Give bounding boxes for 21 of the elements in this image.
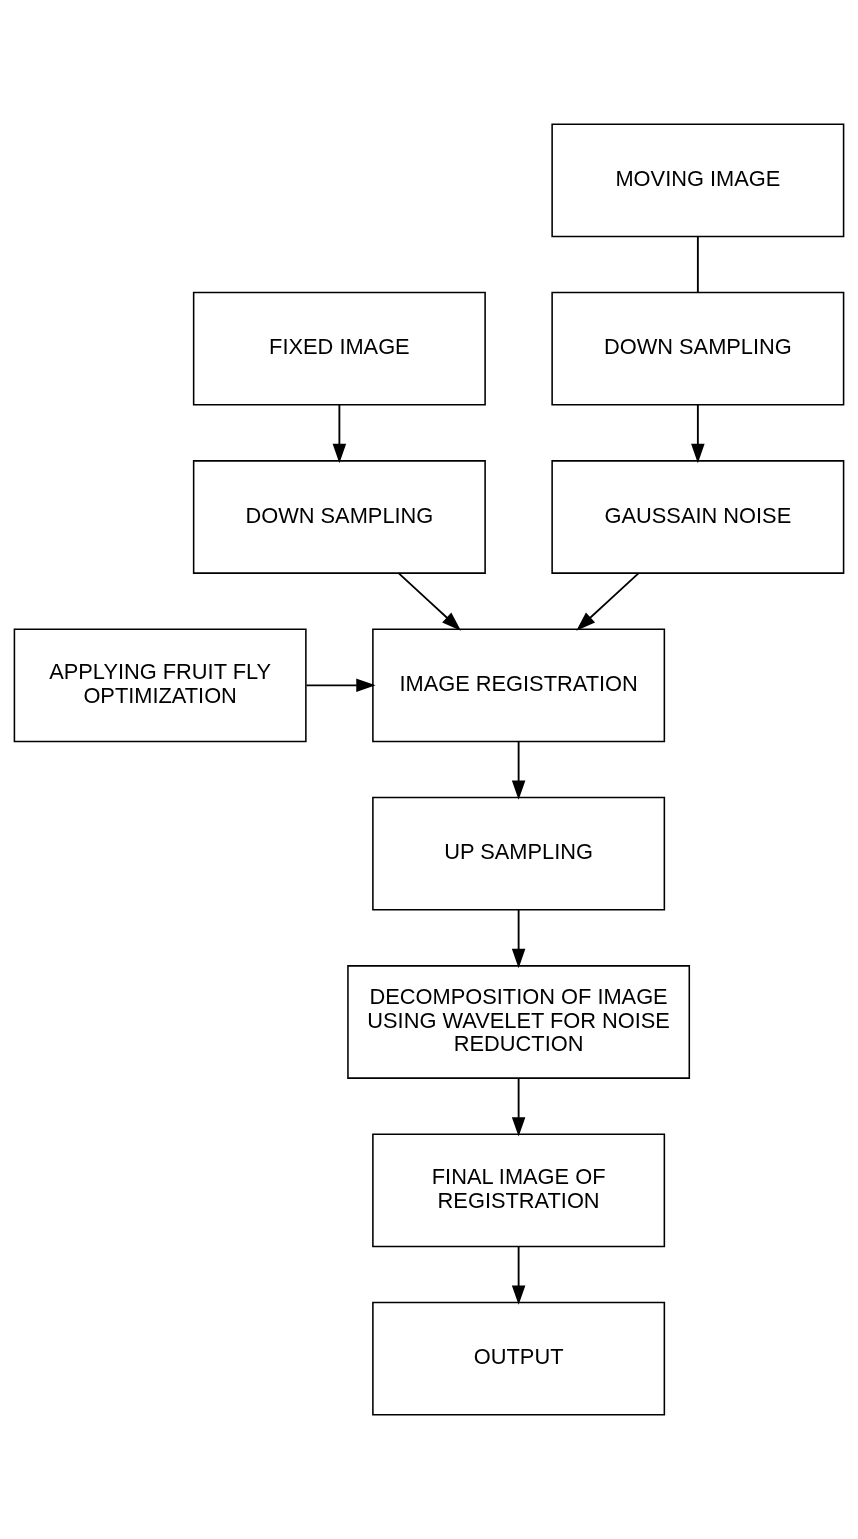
node-box: MOVING IMAGE	[551, 123, 845, 238]
arrow	[691, 403, 705, 464]
arrow	[332, 403, 347, 464]
arrow	[511, 1245, 526, 1305]
connector	[696, 235, 699, 293]
arrow	[305, 678, 376, 693]
node-box: DOWN SAMPLING	[192, 460, 486, 574]
arrow	[576, 572, 640, 631]
arrow	[397, 572, 461, 631]
node-box: FINAL IMAGE OF REGISTRATION	[372, 1133, 666, 1248]
node-box: DECOMPOSITION OF IMAGE USING WAVELET FOR NOISE REDUCTION	[347, 965, 691, 1079]
arrow	[511, 1077, 526, 1137]
node-box: APPLYING FRUIT FLY OPTIMIZATION	[13, 628, 307, 743]
arrow	[511, 908, 526, 969]
node-box: UP SAMPLING	[372, 796, 666, 911]
node-box: DOWN SAMPLING	[551, 291, 845, 406]
node-box: OUTPUT	[372, 1301, 666, 1416]
node-box: IMAGE REGISTRATION	[372, 628, 666, 743]
node-box: GAUSSAIN NOISE	[551, 460, 845, 574]
node-box: FIXED IMAGE	[192, 291, 486, 406]
arrow	[511, 740, 526, 800]
